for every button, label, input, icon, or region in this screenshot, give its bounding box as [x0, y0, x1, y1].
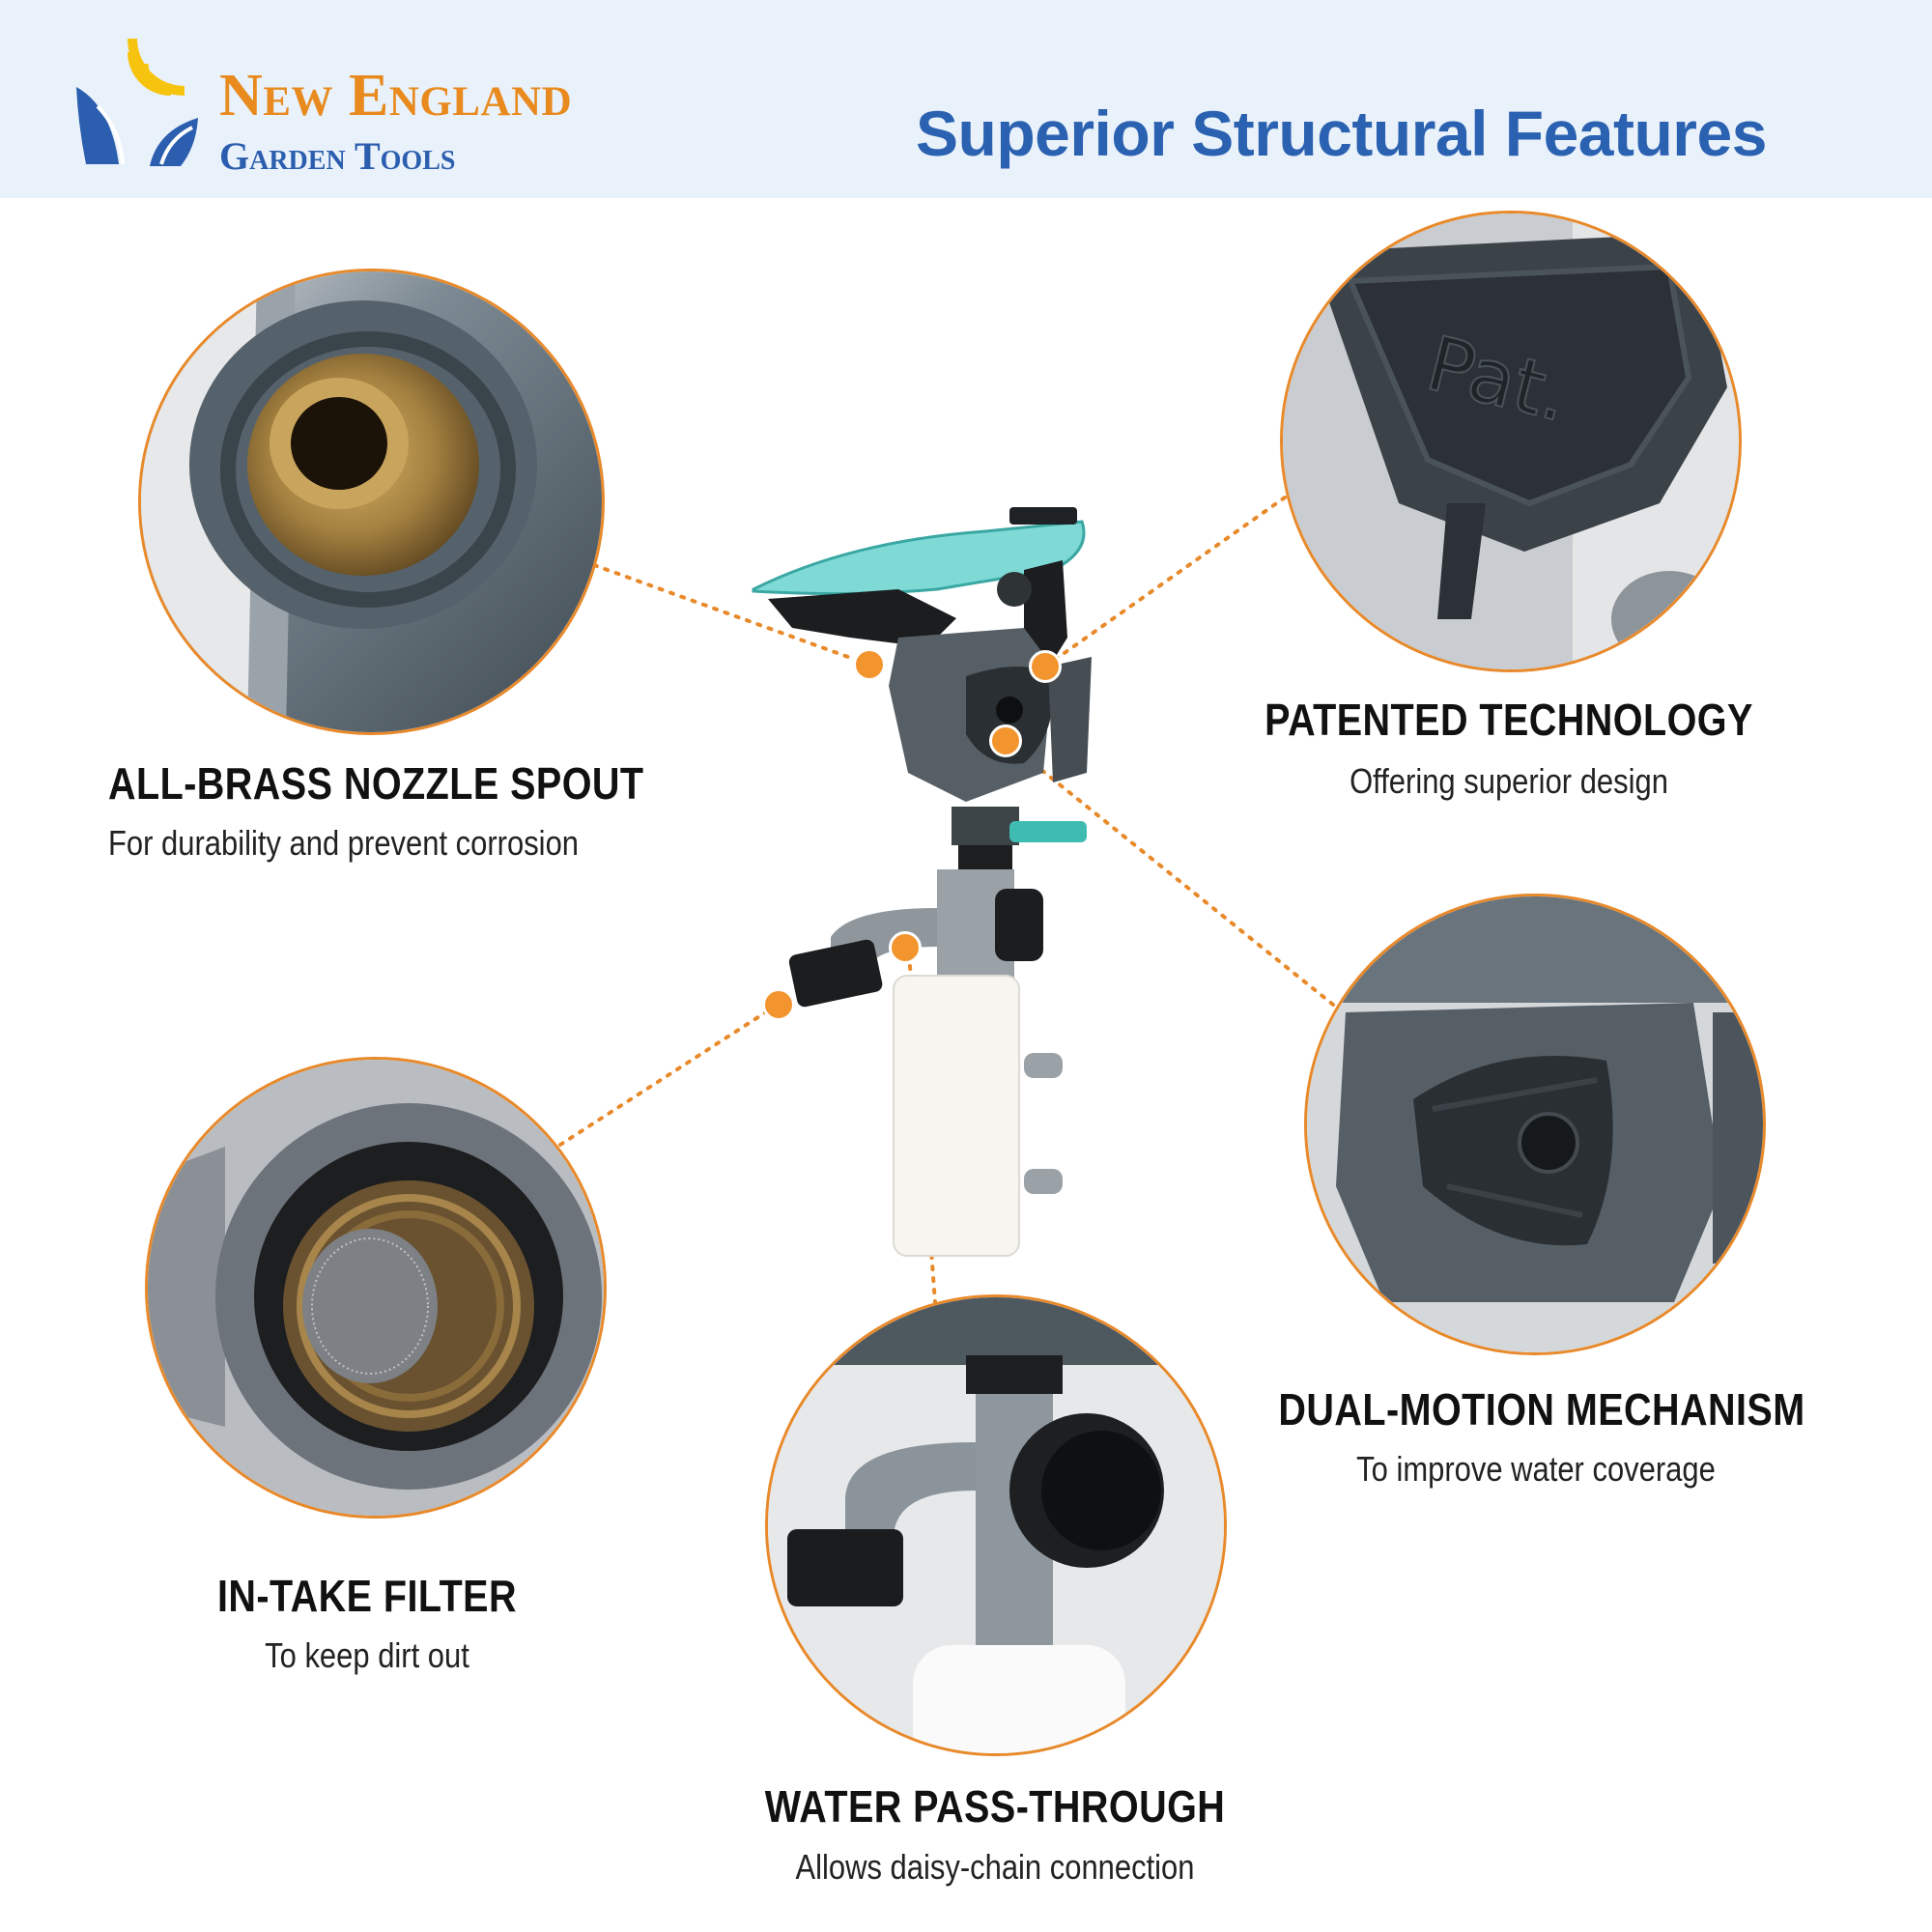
hotspot-filter[interactable]	[762, 988, 795, 1021]
patented-part-image: Pat.	[1283, 213, 1739, 669]
hotspot-patented[interactable]	[1029, 650, 1062, 683]
header-banner: New England Garden Tools Superior Struct…	[0, 0, 1932, 198]
pass-through-photo	[765, 1294, 1227, 1756]
filter-title: IN-TAKE FILTER	[216, 1571, 518, 1621]
filter-subtitle: To keep dirt out	[265, 1635, 469, 1675]
logo-emblem-icon	[76, 38, 198, 166]
pass-through-image	[768, 1297, 1224, 1753]
connector-filter	[558, 1003, 780, 1147]
hotspot-dual[interactable]	[989, 724, 1022, 757]
brand-name-line1: New England	[219, 63, 573, 128]
hotspot-brass[interactable]	[853, 648, 886, 681]
connector-dual	[1005, 740, 1335, 1007]
connector-patented	[1043, 496, 1287, 668]
page-title: Superior Structural Features	[916, 98, 1767, 169]
brass-title: ALL-BRASS NOZZLE SPOUT	[108, 758, 644, 809]
brand-logo: New England Garden Tools	[72, 38, 652, 184]
patented-photo: Pat.	[1280, 211, 1742, 672]
brass-nozzle-photo	[138, 269, 605, 735]
hotspot-pass[interactable]	[889, 931, 922, 964]
intake-filter-photo	[145, 1057, 607, 1519]
patented-subtitle: Offering superior design	[1350, 761, 1668, 801]
dual-motion-title: DUAL-MOTION MECHANISM	[1278, 1384, 1805, 1435]
brand-name-line2: Garden Tools	[219, 134, 456, 178]
brass-subtitle: For durability and prevent corrosion	[108, 823, 580, 863]
patented-title: PATENTED TECHNOLOGY	[1264, 695, 1753, 745]
dual-motion-image	[1307, 896, 1763, 1352]
brass-nozzle-image	[141, 271, 602, 732]
sprinkler-product-image	[752, 507, 1092, 1257]
pass-through-title: WATER PASS-THROUGH	[764, 1781, 1226, 1832]
pass-through-subtitle: Allows daisy-chain connection	[795, 1847, 1195, 1887]
connector-brass	[592, 563, 871, 667]
dual-motion-photo	[1304, 894, 1766, 1355]
intake-filter-image	[148, 1060, 604, 1516]
dual-motion-subtitle: To improve water coverage	[1356, 1449, 1716, 1489]
